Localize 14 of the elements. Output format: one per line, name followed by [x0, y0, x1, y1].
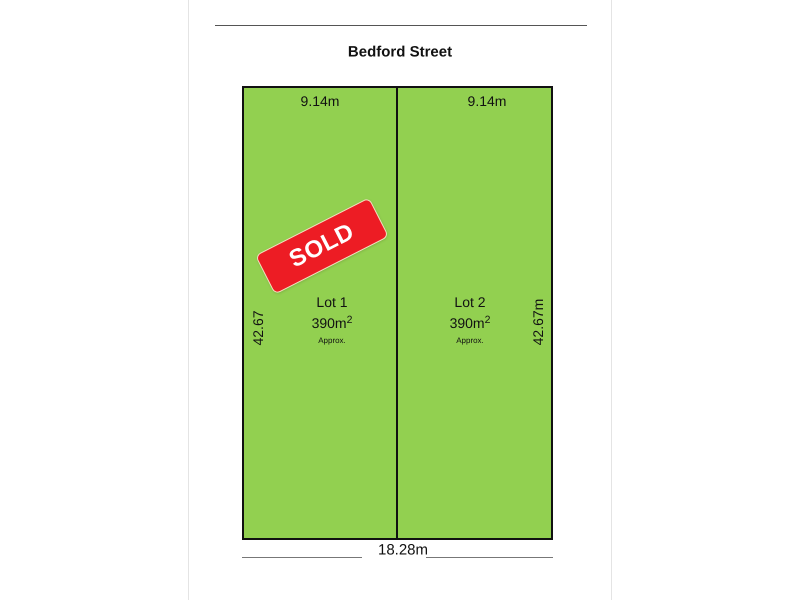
area-label: 390m$^{2}$ — [450, 312, 490, 333]
dimension-label: 42.67m — [531, 298, 545, 346]
area-label: 390m$^{2}$ — [312, 312, 352, 333]
dimension-label: 42.67 — [251, 310, 265, 346]
street-name: Bedford Street — [348, 44, 452, 60]
dimension-label: 9.14m — [300, 94, 340, 108]
lot-parcel — [396, 86, 553, 540]
approx-note: Approx. — [318, 335, 346, 347]
dimension-label: 9.14m — [468, 94, 506, 108]
dimension-label: 18.28m — [378, 542, 428, 558]
approx-note: Approx. — [456, 335, 484, 347]
lot-label: Lot 1 — [316, 293, 348, 312]
lot-parcel — [242, 86, 398, 540]
lot-label: Lot 2 — [454, 293, 486, 312]
